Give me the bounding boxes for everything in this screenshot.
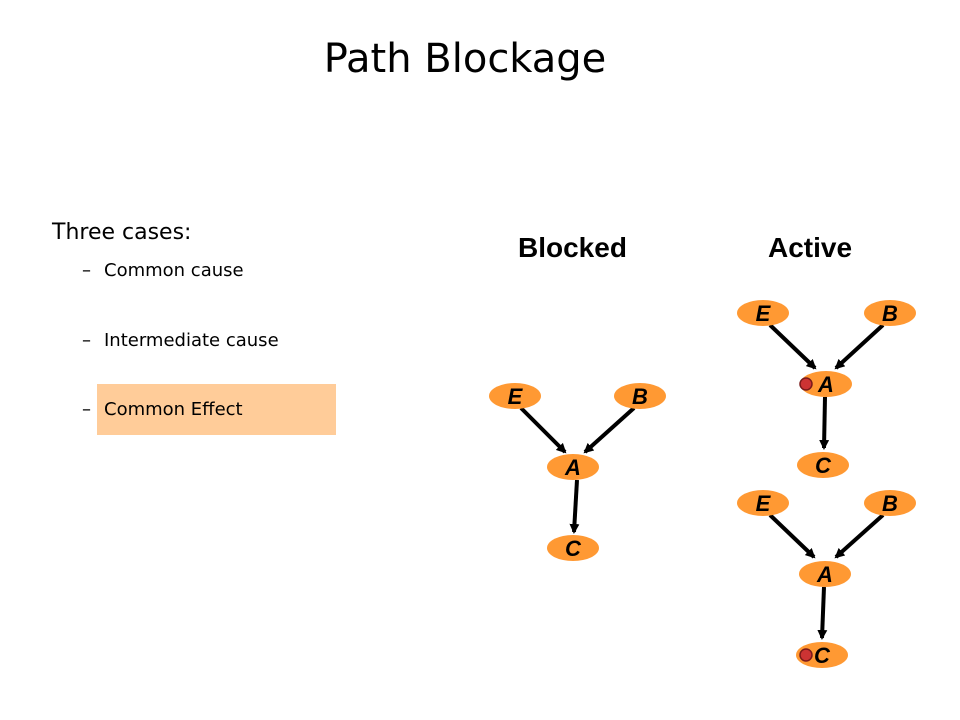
node-a: A	[547, 454, 599, 480]
diagram-blocked: E B A C	[489, 383, 666, 561]
page-title: Path Blockage	[323, 36, 607, 82]
edge-e-a	[768, 323, 817, 370]
svg-text:B: B	[632, 384, 648, 409]
svg-text:A: A	[816, 562, 833, 587]
node-b: B	[614, 383, 666, 409]
evidence-marker	[799, 377, 813, 391]
case-item-common-effect: – Common Effect	[82, 399, 243, 420]
node-e: E	[737, 490, 789, 516]
svg-text:E: E	[756, 491, 772, 516]
node-b: B	[864, 490, 916, 516]
svg-text:C: C	[565, 536, 582, 561]
svg-text:C: C	[814, 643, 831, 668]
node-c: C	[547, 535, 599, 561]
case-label: Common Effect	[104, 399, 243, 420]
node-a: A	[799, 561, 851, 587]
node-a: A	[799, 371, 852, 397]
case-label: Common cause	[104, 260, 244, 281]
edge-a-c	[569, 479, 580, 534]
case-dash: –	[82, 330, 91, 351]
highlight-box	[97, 384, 336, 435]
column-heading-blocked: Blocked	[518, 232, 627, 263]
edge-e-a	[768, 513, 816, 559]
case-label: Intermediate cause	[104, 330, 279, 351]
svg-text:E: E	[508, 384, 524, 409]
node-e: E	[489, 383, 541, 409]
diagram-active-top: E B A C	[737, 300, 916, 478]
svg-text:A: A	[564, 455, 581, 480]
svg-text:A: A	[817, 372, 834, 397]
edge-b-a	[834, 323, 885, 370]
case-item-common-cause: – Common cause	[82, 260, 244, 281]
node-c: C	[796, 642, 848, 668]
edge-a-c	[817, 586, 828, 640]
node-e: E	[737, 300, 789, 326]
diagram-active-bottom: E B A C	[737, 490, 916, 668]
column-heading-active: Active	[768, 232, 853, 263]
node-b: B	[864, 300, 916, 326]
edge-a-c	[819, 396, 830, 450]
evidence-marker	[799, 648, 813, 662]
case-item-intermediate-cause: – Intermediate cause	[82, 330, 279, 351]
svg-text:C: C	[815, 453, 832, 478]
edge-b-a	[583, 406, 636, 454]
edge-b-a	[834, 513, 885, 559]
edge-e-a	[519, 406, 567, 454]
node-c: C	[797, 452, 849, 478]
case-dash: –	[82, 399, 91, 420]
svg-text:B: B	[882, 491, 898, 516]
svg-text:B: B	[882, 301, 898, 326]
case-dash: –	[82, 260, 91, 281]
intro-text: Three cases:	[52, 220, 192, 245]
svg-text:E: E	[756, 301, 772, 326]
